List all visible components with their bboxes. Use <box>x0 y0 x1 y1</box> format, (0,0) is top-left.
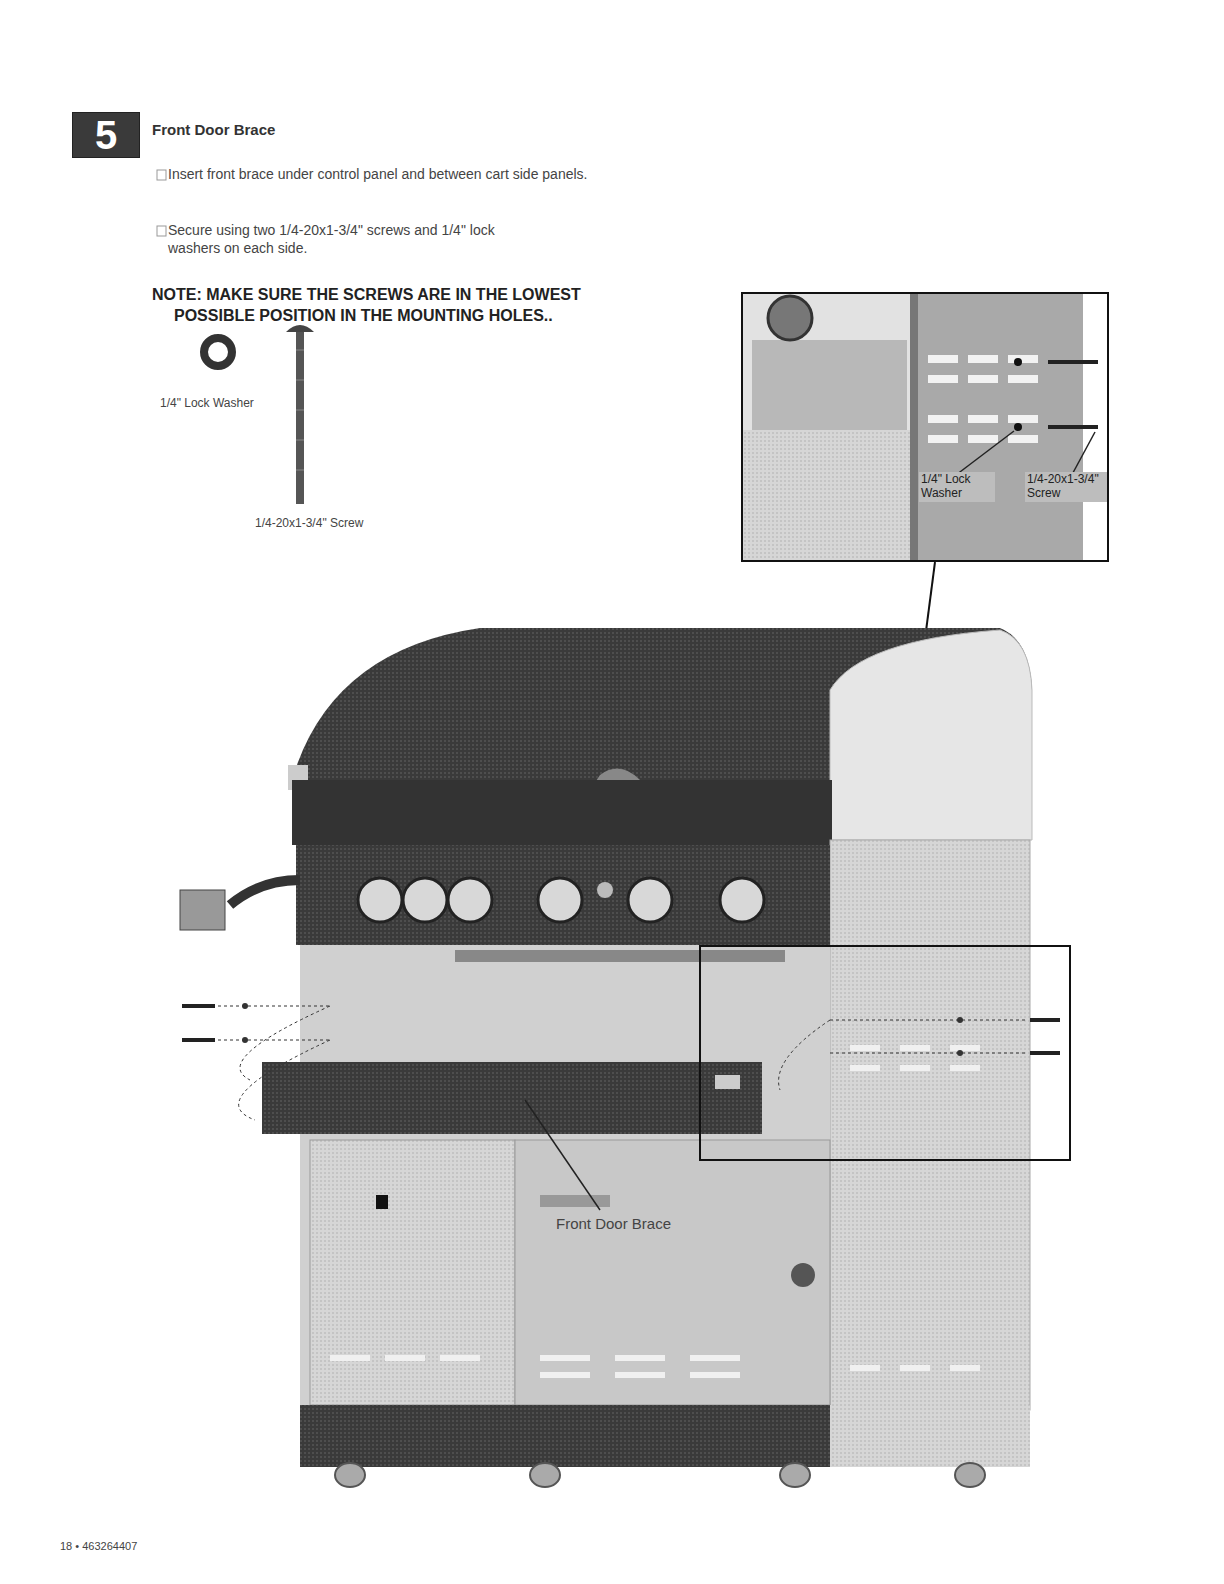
detail-inset: 1/4" Lock Washer 1/4-20x1-3/4" Screw <box>741 292 1109 562</box>
part-label: Front Door Brace <box>553 1214 674 1234</box>
instruction-text: Secure using two 1/4-20x1-3/4" screws an… <box>168 221 498 257</box>
inset-screw-label: 1/4-20x1-3/4" Screw <box>1025 472 1107 502</box>
note-text: NOTE: MAKE SURE THE SCREWS ARE IN THE LO… <box>152 285 622 327</box>
step-title: Front Door Brace <box>152 120 275 140</box>
step-number: 5 <box>95 115 117 155</box>
page-footer: 18 • 463264407 <box>60 1539 137 1553</box>
part-name: 1/4-20x1-3/4" Screw <box>255 516 363 532</box>
inset-washer-label: 1/4" Lock Washer <box>919 472 995 502</box>
part-name: 1/4" Lock Washer <box>160 396 254 412</box>
instruction-text: Insert front brace under control panel a… <box>168 165 638 183</box>
step-number-box: 5 <box>72 112 140 158</box>
